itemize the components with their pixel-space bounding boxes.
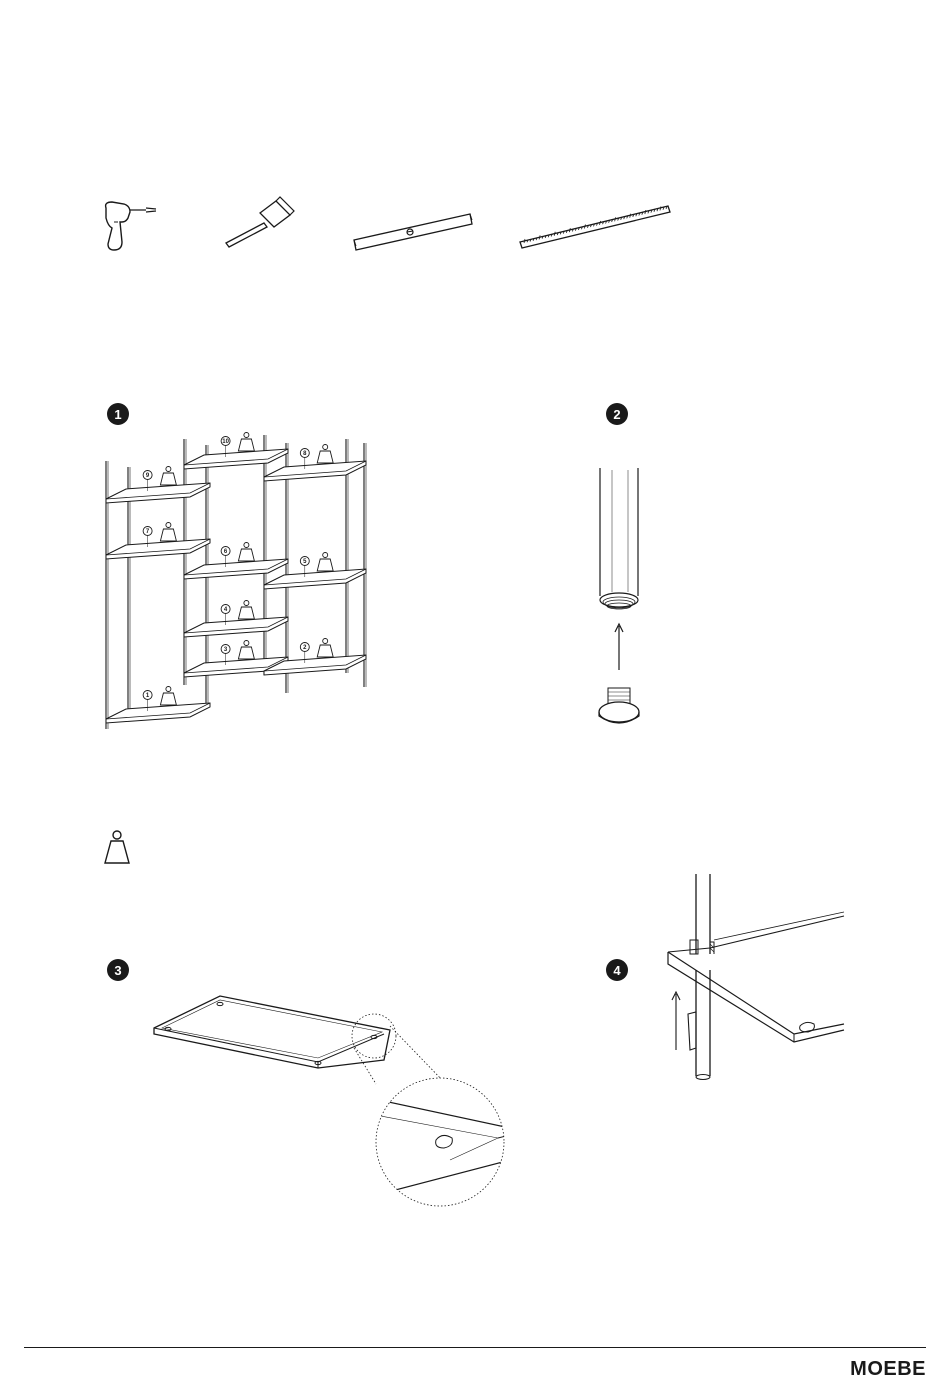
ruler-icon (518, 202, 674, 252)
step-4-badge: 4 (606, 959, 628, 981)
footer-divider (24, 1347, 926, 1348)
shelf-board: 10 (184, 433, 288, 470)
step-1-badge: 1 (107, 403, 129, 425)
step-2-badge: 2 (606, 403, 628, 425)
leg-insertion-detail-diagram (660, 870, 850, 1085)
shelf-board: 2 (264, 639, 366, 676)
shelf-number-label: 10 (222, 439, 229, 445)
shelf-board: 4 (184, 601, 288, 638)
hammer-icon (222, 195, 297, 250)
shelf-board: 1 (106, 687, 210, 724)
shelf-board: 5 (264, 553, 366, 590)
brand-logo: MOEBE (850, 1358, 926, 1381)
leg-tube-with-foot-diagram (590, 460, 650, 730)
shelf-board-detail-diagram (150, 990, 510, 1210)
step-3-badge: 3 (107, 959, 129, 981)
drill-icon (100, 198, 160, 258)
shelf-board: 9 (106, 467, 210, 504)
weight-icon (103, 829, 131, 865)
shelf-board: 7 (106, 523, 210, 560)
spirit-level-icon (352, 210, 474, 254)
